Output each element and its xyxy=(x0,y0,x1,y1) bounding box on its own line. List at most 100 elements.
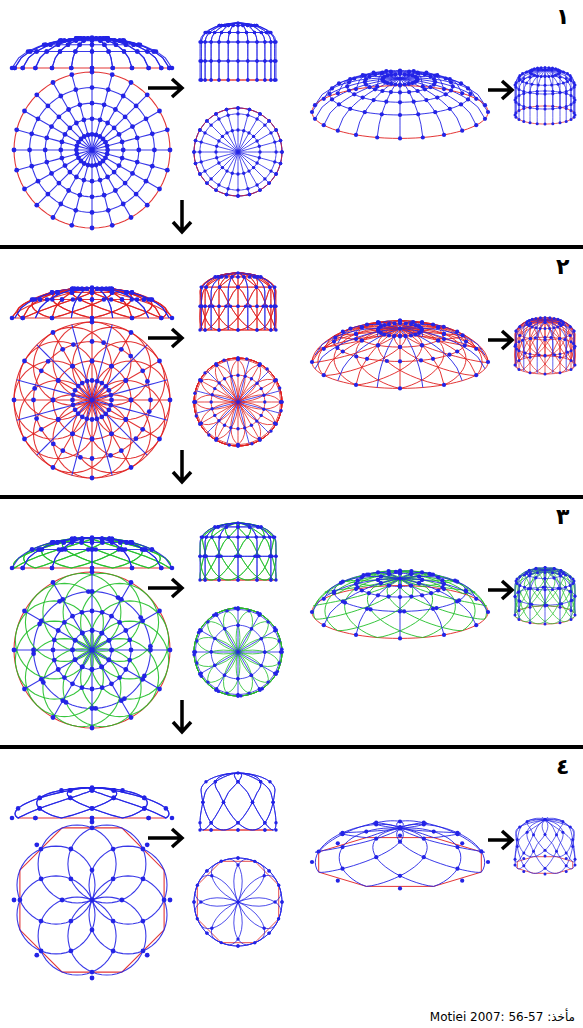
dome-rib xyxy=(545,68,553,107)
joint-dot xyxy=(550,84,553,87)
joint-dot xyxy=(227,40,230,43)
joint-dot xyxy=(110,223,115,228)
dome-rib xyxy=(238,110,249,153)
joint-dot xyxy=(124,290,129,295)
joint-dot xyxy=(50,316,55,321)
joint-dot xyxy=(267,119,270,122)
joint-dot xyxy=(225,525,228,528)
joint-dot xyxy=(90,226,95,231)
joint-dot xyxy=(122,49,127,54)
dome-rib xyxy=(524,319,545,359)
dome-rib xyxy=(519,69,545,110)
dome-rib xyxy=(238,402,249,445)
joint-dot xyxy=(544,123,547,126)
joint-dot xyxy=(221,166,224,169)
dome-rib xyxy=(347,71,453,103)
joint-dot xyxy=(157,187,162,192)
dome-rib xyxy=(338,324,400,343)
dome-rib xyxy=(238,23,271,80)
joint-dot xyxy=(242,275,245,278)
dome-rib xyxy=(216,364,238,402)
dome-view xyxy=(514,66,577,126)
joint-dot xyxy=(265,367,268,370)
joint-dot xyxy=(203,371,206,374)
joint-dot xyxy=(217,40,220,43)
dome-rib xyxy=(92,288,169,318)
joint-dot xyxy=(389,82,393,86)
joint-dot xyxy=(144,116,149,121)
joint-dot xyxy=(269,328,272,331)
joint-dot xyxy=(341,349,345,353)
joint-dot xyxy=(403,72,407,76)
joint-dot xyxy=(337,102,341,106)
joint-dot xyxy=(205,535,208,538)
joint-dot xyxy=(398,136,402,140)
joint-dot xyxy=(539,316,542,319)
joint-dot xyxy=(51,580,56,585)
joint-dot xyxy=(124,42,129,47)
joint-dot xyxy=(112,38,117,43)
joint-dot xyxy=(253,31,256,34)
dome-rib xyxy=(238,273,257,330)
joint-dot xyxy=(518,325,521,328)
joint-dot xyxy=(544,354,547,357)
joint-dot xyxy=(565,107,568,110)
joint-dot xyxy=(411,320,415,324)
dome-rib xyxy=(238,23,265,80)
joint-dot xyxy=(90,339,95,344)
dome-rib xyxy=(515,318,545,366)
dome-rib xyxy=(34,342,151,459)
joint-dot xyxy=(66,188,71,193)
joint-dot xyxy=(98,38,103,43)
joint-dot xyxy=(525,71,528,74)
joint-dot xyxy=(134,104,139,109)
joint-dot xyxy=(69,72,74,77)
joint-dot xyxy=(124,290,129,295)
dome-rib xyxy=(194,379,245,445)
joint-dot xyxy=(518,88,521,91)
joint-dot xyxy=(387,322,391,326)
dome-rib xyxy=(53,322,131,400)
joint-dot xyxy=(522,77,525,80)
joint-dot xyxy=(63,163,68,168)
joint-dot xyxy=(263,177,266,180)
joint-dot xyxy=(236,275,239,278)
dome-rib xyxy=(73,395,151,473)
joint-dot xyxy=(51,398,56,403)
joint-dot xyxy=(147,409,152,414)
dome-rib xyxy=(12,38,92,68)
joint-dot xyxy=(436,338,440,342)
joint-dot xyxy=(90,70,95,75)
dome-rib xyxy=(12,538,92,568)
joint-dot xyxy=(236,106,239,109)
joint-dot xyxy=(544,75,547,78)
joint-dot xyxy=(74,121,79,126)
dome-rib xyxy=(545,320,566,371)
joint-dot xyxy=(244,305,247,308)
joint-dot xyxy=(236,525,239,528)
joint-dot xyxy=(214,112,217,115)
joint-dot xyxy=(269,131,272,134)
joint-dot xyxy=(90,359,95,364)
joint-dot xyxy=(566,72,569,75)
joint-dot xyxy=(263,40,266,43)
joint-dot xyxy=(348,107,352,111)
joint-dot xyxy=(33,66,38,71)
joint-dot xyxy=(90,648,95,653)
joint-dot xyxy=(205,285,208,288)
joint-dot xyxy=(529,106,532,109)
dome-rib xyxy=(92,380,167,400)
joint-dot xyxy=(428,85,432,89)
joint-dot xyxy=(216,525,219,528)
joint-dot xyxy=(150,131,155,136)
joint-dot xyxy=(213,525,216,528)
joint-dot xyxy=(258,145,261,148)
joint-dot xyxy=(98,178,103,183)
dome-view xyxy=(310,69,490,141)
joint-dot xyxy=(117,163,122,168)
joint-dot xyxy=(195,414,198,417)
joint-dot xyxy=(461,333,465,337)
joint-dot xyxy=(551,90,554,93)
joint-dot xyxy=(107,657,112,662)
joint-dot xyxy=(569,325,572,328)
